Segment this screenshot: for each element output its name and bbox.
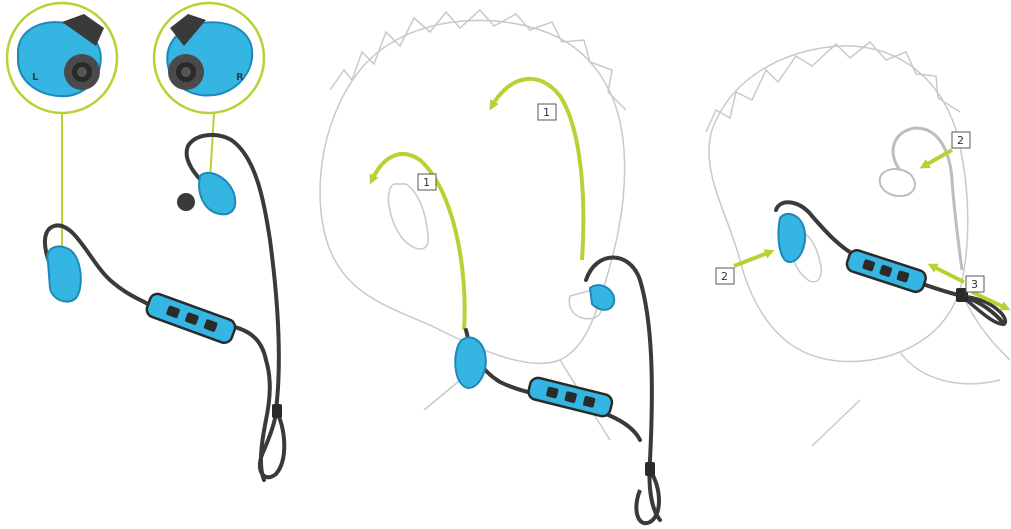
head-outline <box>320 20 625 363</box>
step-label-box-left: 1 <box>418 174 436 190</box>
cable-slider <box>645 462 655 476</box>
right-earbud <box>590 285 614 310</box>
step-label-slider: 3 <box>971 278 978 291</box>
step-label-left: 1 <box>423 176 430 189</box>
right-ear-tip <box>177 193 195 211</box>
step-label-front: 2 <box>721 270 728 283</box>
right-earbud <box>199 173 235 214</box>
zoom-circle-left-earbud: L <box>7 3 117 113</box>
head-outline <box>709 46 968 362</box>
step-label-box-front: 2 <box>716 268 734 284</box>
step-label-box-slider: 3 <box>966 276 984 292</box>
front-earbud <box>778 214 805 262</box>
inline-remote <box>145 292 238 345</box>
left-earbud <box>455 337 486 388</box>
cable-slider <box>272 404 282 418</box>
step-label-box-back: 2 <box>952 132 970 148</box>
panel-1-earphone-product: L R <box>7 3 284 480</box>
left-earbud-letter: L <box>32 72 39 83</box>
step-label-back: 2 <box>957 134 964 147</box>
panel-2-over-ear-step: 1 1 <box>320 10 660 523</box>
step-label-box-right: 1 <box>538 104 556 120</box>
inline-remote <box>527 376 614 418</box>
left-earbud <box>47 246 80 301</box>
right-earbud-letter: R <box>236 72 244 83</box>
right-zoom-connector <box>210 113 214 180</box>
zoom-circle-right-earbud: R <box>154 3 264 113</box>
step-label-right: 1 <box>543 106 550 119</box>
panel-3-adjust-fit-step: 2 2 3 <box>706 42 1010 446</box>
